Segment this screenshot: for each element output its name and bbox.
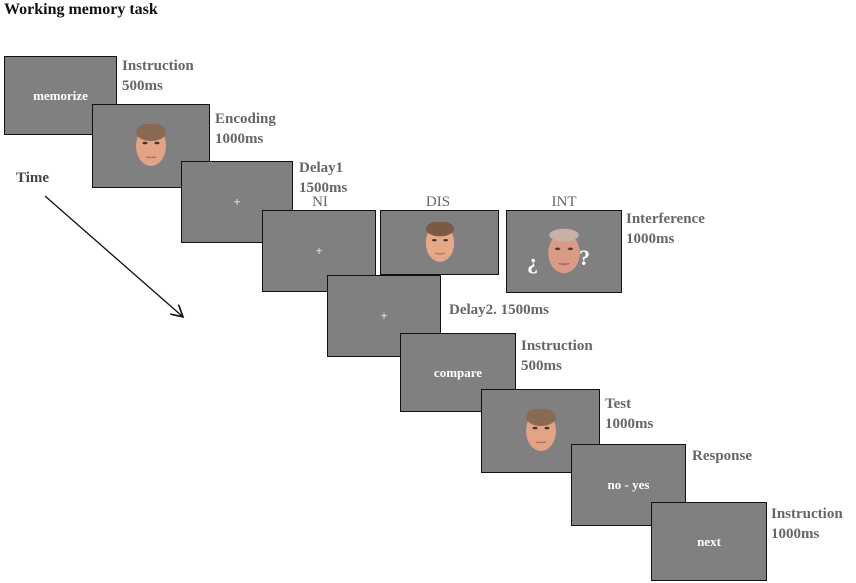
label-test: Test 1000ms — [605, 394, 653, 434]
label-instruction-1-name: Instruction — [122, 58, 194, 74]
label-encoding: Encoding 1000ms — [215, 109, 276, 149]
figure-title: Working memory task — [4, 1, 158, 18]
face-image — [425, 221, 454, 262]
next-text: next — [697, 533, 721, 549]
label-encoding-duration: 1000ms — [215, 131, 264, 147]
label-instruction-2: Instruction 500ms — [521, 336, 593, 376]
face-image — [136, 124, 166, 166]
label-delay1-name: Delay1 — [299, 160, 344, 176]
label-instruction-1-duration: 500ms — [122, 78, 163, 94]
label-delay1-duration: 1500ms — [299, 180, 348, 196]
label-instruction-3-duration: 1000ms — [771, 526, 820, 542]
label-test-name: Test — [605, 396, 632, 412]
screen-dis — [380, 210, 499, 275]
fixation-cross: + — [233, 194, 241, 209]
label-instruction-2-duration: 500ms — [521, 358, 562, 374]
label-test-duration: 1000ms — [605, 416, 654, 432]
time-label: Time — [16, 170, 50, 186]
fixation-cross: + — [315, 243, 323, 258]
label-instruction-3: Instruction 1000ms — [771, 504, 843, 544]
compare-text: compare — [433, 364, 483, 380]
screen-memorize: memorize — [4, 56, 117, 135]
condition-int: INT — [551, 194, 577, 210]
label-interference-name: Interference — [626, 211, 705, 227]
screen-next: next — [651, 502, 767, 581]
inverted-question-mark: ¿ — [527, 249, 538, 274]
memorize-text: memorize — [33, 87, 88, 103]
question-mark: ? — [579, 245, 590, 270]
label-interference-duration: 1000ms — [626, 231, 675, 247]
label-encoding-name: Encoding — [215, 111, 276, 127]
label-delay1: Delay1 1500ms — [299, 158, 347, 198]
label-interference: Interference 1000ms — [626, 209, 705, 249]
condition-ni: NI — [312, 194, 328, 210]
label-instruction-2-name: Instruction — [521, 338, 593, 354]
screen-int: ¿ ? — [506, 210, 622, 293]
label-delay2: Delay2. 1500ms — [449, 302, 549, 318]
label-instruction-1: Instruction 500ms — [122, 56, 194, 96]
response-text: no - yes — [607, 477, 650, 492]
face-image — [548, 228, 580, 273]
face-image — [525, 409, 556, 451]
condition-dis: DIS — [425, 194, 451, 210]
label-response: Response — [692, 448, 753, 464]
label-instruction-3-name: Instruction — [771, 506, 843, 522]
fixation-cross: + — [380, 308, 388, 323]
